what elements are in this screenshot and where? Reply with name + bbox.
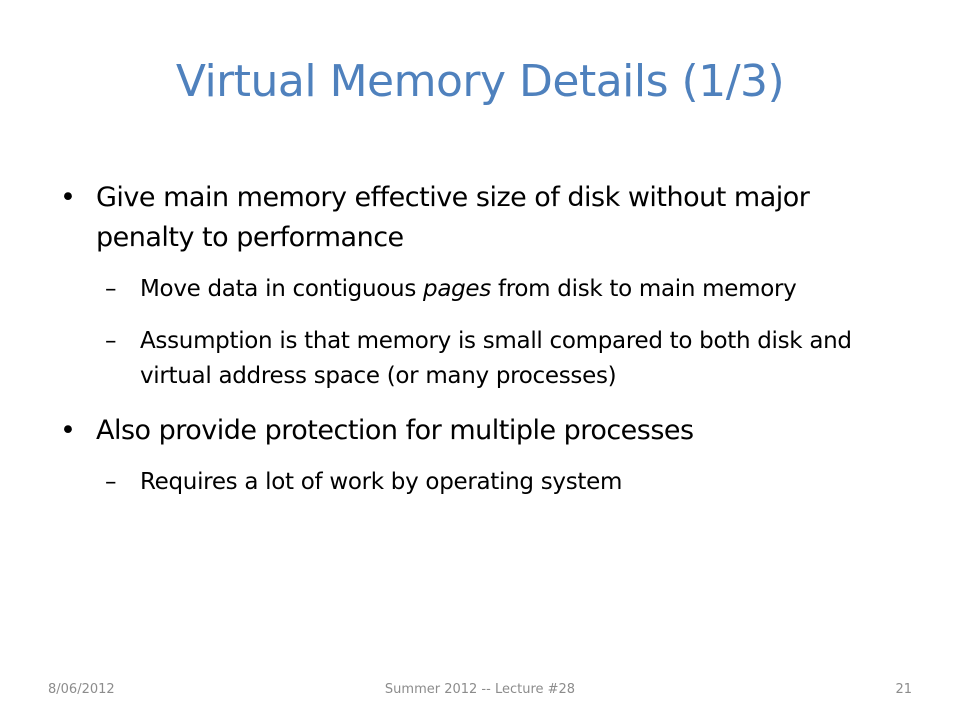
bullet-marker: •	[60, 182, 76, 213]
sub-bullet-item: – Move data in contiguous pages from dis…	[60, 272, 900, 307]
sub-bullet-item: – Requires a lot of work by operating sy…	[60, 465, 900, 500]
sub-bullet-marker: –	[105, 328, 117, 354]
footer-lecture: Summer 2012 -- Lecture #28	[384, 682, 576, 697]
footer-date: 8/06/2012	[48, 682, 115, 697]
page-number: 21	[895, 682, 912, 697]
bullet-item: • Give main memory effective size of dis…	[60, 178, 900, 258]
sub-bullet-text: Move data in contiguous pages from disk …	[140, 276, 797, 302]
bullet-marker: •	[60, 415, 76, 446]
sub-bullet-marker: –	[105, 276, 117, 302]
sub-bullet-text-part: Move data in contiguous	[140, 276, 424, 302]
bullet-text: Give main memory effective size of disk …	[96, 182, 810, 253]
bullet-item: • Also provide protection for multiple p…	[60, 411, 900, 451]
bullet-list: • Give main memory effective size of dis…	[60, 178, 900, 500]
sub-bullet-text: Assumption is that memory is small compa…	[140, 328, 852, 389]
slide-title: Virtual Memory Details (1/3)	[175, 56, 785, 107]
sub-bullet-text-part: from disk to main memory	[490, 276, 797, 302]
sub-bullet-marker: –	[105, 469, 117, 495]
sub-bullet-text: Requires a lot of work by operating syst…	[140, 469, 623, 495]
bullet-text: Also provide protection for multiple pro…	[96, 415, 694, 446]
emphasis-text: pages	[423, 276, 491, 302]
sub-bullet-item: – Assumption is that memory is small com…	[60, 324, 900, 394]
